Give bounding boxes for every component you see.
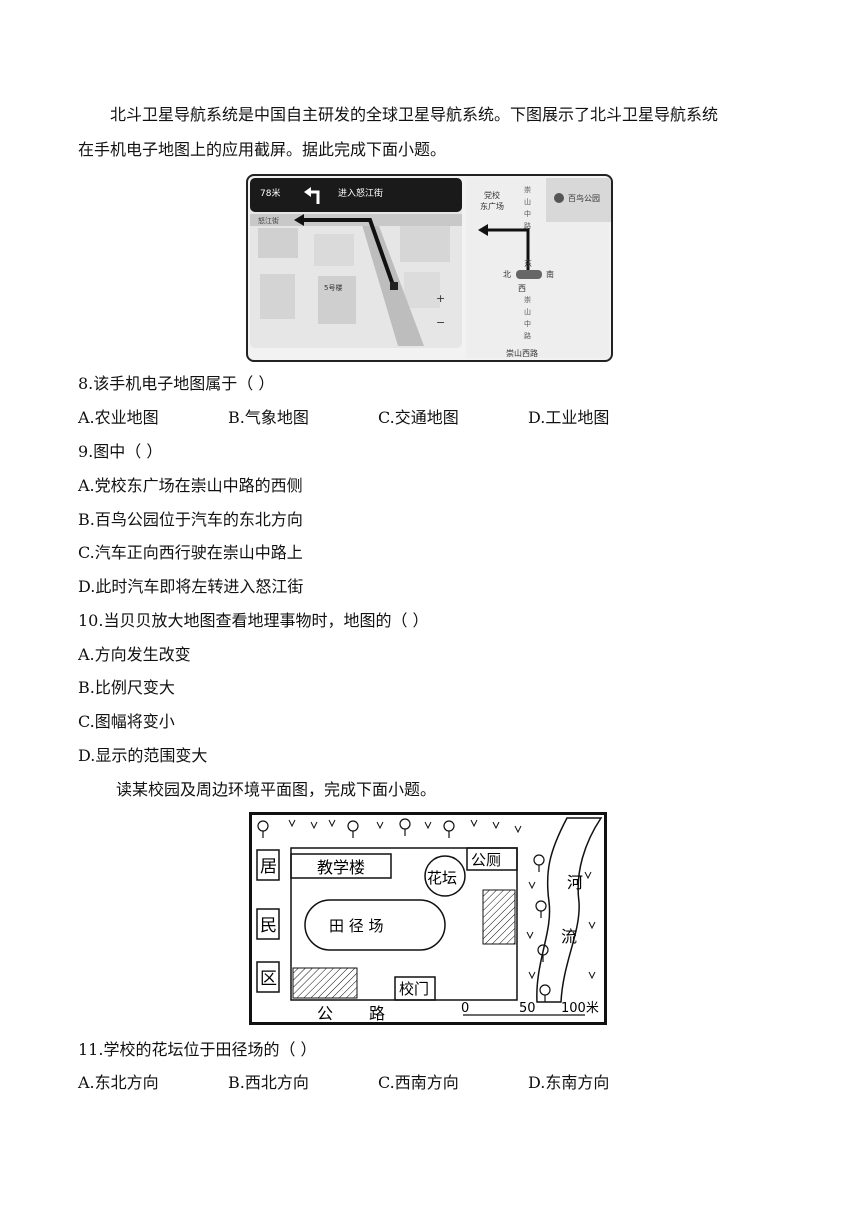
question-8-stem: 8.该手机电子地图属于（ ） xyxy=(78,374,275,393)
question-8-option-d: D.工业地图 xyxy=(528,408,610,427)
map-block xyxy=(404,272,440,308)
intro-2: 读某校园及周边环境平面图，完成下面小题。 xyxy=(116,780,437,799)
road-north-char: 中 xyxy=(524,209,531,218)
road-south-char: 路 xyxy=(524,331,531,340)
question-8-option-b: B.气象地图 xyxy=(228,408,309,427)
car-marker-icon xyxy=(516,270,542,279)
question-9-option-d: D.此时汽车即将左转进入怒江街 xyxy=(78,577,304,596)
route-arrowhead-icon xyxy=(294,214,304,226)
scale-label: 50 xyxy=(519,1001,536,1016)
zoom-in-button[interactable]: + xyxy=(436,292,445,305)
question-10-option-d: D.显示的范围变大 xyxy=(78,746,208,765)
street-label-left: 怒江街 xyxy=(258,216,279,225)
route-line-overview xyxy=(486,228,530,272)
residential-char: 居 xyxy=(260,857,277,877)
nav-instruction-bar xyxy=(250,178,462,212)
plaza-label-1: 党校 xyxy=(484,190,500,200)
map-block xyxy=(314,234,354,266)
nav-instruction: 进入怒江街 xyxy=(338,187,383,199)
compass-west: 西 xyxy=(518,284,526,293)
question-11-stem: 11.学校的花坛位于田径场的（ ） xyxy=(78,1040,317,1059)
question-10-option-a: A.方向发生改变 xyxy=(78,645,191,664)
map-block xyxy=(318,276,356,324)
zoom-out-button[interactable]: − xyxy=(436,316,445,329)
question-11-option-a: A.东北方向 xyxy=(78,1073,159,1092)
river-char: 河 xyxy=(567,873,583,892)
question-10-option-b: B.比例尺变大 xyxy=(78,678,175,697)
building-label: 5号楼 xyxy=(324,283,342,292)
teaching-building-label: 教学楼 xyxy=(317,858,365,877)
residential-box xyxy=(256,908,280,940)
road-char: 路 xyxy=(369,1004,385,1023)
road-bottom-label: 崇山西路 xyxy=(506,348,538,358)
school-gate xyxy=(394,976,436,1001)
residential-box xyxy=(256,961,280,993)
question-10-option-c: C.图幅将变小 xyxy=(78,712,175,731)
public-toilet xyxy=(466,847,518,871)
track-field-label: 田 径 场 xyxy=(329,917,384,935)
scale-label: 100米 xyxy=(561,1001,599,1016)
map-block xyxy=(258,228,298,258)
road-south-char: 中 xyxy=(524,319,531,328)
intro-line-2: 在手机电子地图上的应用截屏。据此完成下面小题。 xyxy=(78,140,447,159)
road-north-char: 山 xyxy=(524,197,531,206)
question-8-option-a: A.农业地图 xyxy=(78,408,159,427)
road-char: 公 xyxy=(317,1004,333,1023)
road-south-char: 崇 xyxy=(524,296,531,304)
toilet-label: 公厕 xyxy=(471,851,501,869)
teaching-building xyxy=(290,853,392,879)
question-11-option-c: C.西南方向 xyxy=(378,1073,459,1092)
question-8-option-c: C.交通地图 xyxy=(378,408,459,427)
question-9-stem: 9.图中（ ） xyxy=(78,442,163,461)
track-field xyxy=(304,899,446,951)
intro-line-1: 北斗卫星导航系统是中国自主研发的全球卫星导航系统。下图展示了北斗卫星导航系统 xyxy=(110,105,719,124)
road-south-char: 山 xyxy=(524,307,531,316)
residential-char: 民 xyxy=(260,916,277,936)
tree-row-icon xyxy=(257,818,551,1002)
navigation-map-svg: 78米 进入怒江街 怒江街 5号楼 + − 党校 东广场 百鸟公园 崇 山 中 … xyxy=(250,178,611,358)
nav-distance: 78米 xyxy=(260,187,280,199)
question-10-stem: 10.当贝贝放大地图查看地理事物时，地图的（ ） xyxy=(78,611,429,630)
campus-map-svg: 居 民 区 教学楼 花坛 公厕 田 径 xyxy=(249,812,607,1025)
road-north-char: 路 xyxy=(524,221,531,230)
campus-map: 居 民 区 教学楼 花坛 公厕 田 径 xyxy=(249,812,607,1025)
question-9-option-c: C.汽车正向西行驶在崇山中路上 xyxy=(78,543,303,562)
park-icon xyxy=(554,193,564,203)
compass-south: 南 xyxy=(546,269,554,279)
park-label: 百鸟公园 xyxy=(568,193,600,203)
residential-char: 区 xyxy=(260,969,277,989)
car-position-icon xyxy=(390,282,398,290)
grass-marks-icon xyxy=(288,819,596,980)
river xyxy=(536,817,603,1003)
map-block xyxy=(260,274,295,319)
road-north-char: 崇 xyxy=(524,186,531,194)
turn-left-arrow-icon xyxy=(308,190,320,204)
compass-north: 北 xyxy=(503,270,511,279)
question-11-option-d: D.东南方向 xyxy=(528,1073,610,1092)
question-11-option-b: B.西北方向 xyxy=(228,1073,309,1092)
map-block xyxy=(400,222,450,262)
scale-label: 0 xyxy=(461,1001,469,1016)
route-line xyxy=(302,218,396,289)
flower-bed-label: 花坛 xyxy=(427,869,457,887)
hatched-area-east xyxy=(482,889,516,945)
question-9-option-a: A.党校东广场在崇山中路的西侧 xyxy=(78,476,303,495)
plaza-label-2: 东广场 xyxy=(480,201,504,211)
route-arrowhead-icon xyxy=(478,224,488,236)
flower-bed xyxy=(424,855,466,897)
question-9-option-b: B.百鸟公园位于汽车的东北方向 xyxy=(78,510,303,529)
residential-box xyxy=(256,849,280,881)
turn-left-arrowhead-icon xyxy=(304,187,311,197)
compass-east: 东 xyxy=(524,258,532,268)
river-char: 流 xyxy=(561,927,577,946)
school-gate-label: 校门 xyxy=(399,980,429,998)
hatched-area-southwest xyxy=(292,967,358,999)
navigation-map-screenshot: 78米 进入怒江街 怒江街 5号楼 + − 党校 东广场 百鸟公园 崇 山 中 … xyxy=(246,174,613,362)
